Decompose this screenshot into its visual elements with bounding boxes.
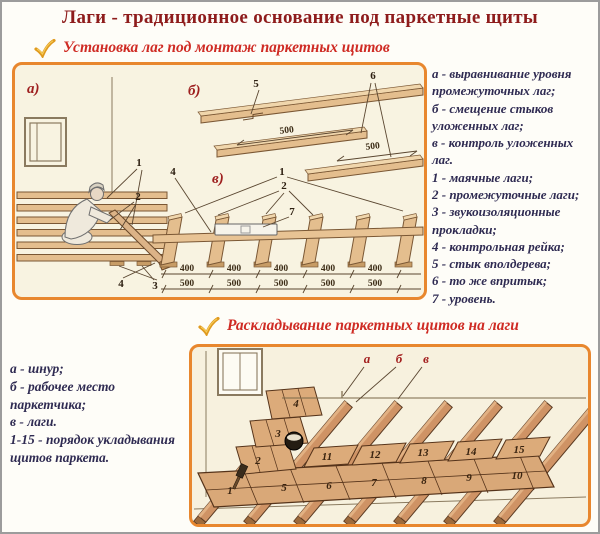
dimensions-part-v: 400 400 400 400 400 500 500 500 500 500 [161, 264, 421, 294]
panel-number: 11 [322, 451, 332, 463]
callout-5: 5 [253, 78, 259, 90]
svg-text:400: 400 [321, 264, 336, 274]
part-b-label: б) [188, 83, 200, 99]
legend-item: 5 - стык вполдерева; [432, 256, 551, 272]
callout-2: 2 [135, 191, 141, 203]
laying-diagram-svg: а б в 1 2 3 4 5 6 7 8 9 10 11 12 13 14 1… [193, 348, 588, 524]
legend-item: 6 - то же впритык; [432, 273, 548, 289]
panel-number: 10 [512, 470, 524, 482]
legend-item: в - контроль уложенных лаг. [432, 135, 574, 168]
mark-b: б [396, 351, 403, 366]
legend-installation: а - выравнивание уровня промежуточных ла… [432, 65, 596, 307]
legend-item: б - рабочее место паркетчика; [10, 378, 116, 412]
bucket [284, 431, 304, 451]
callout-6: 6 [370, 70, 376, 82]
legend-item: 7 - уровень. [432, 290, 496, 306]
dim-400: 400 [180, 264, 195, 274]
legend-item: 1 - маячные лаги; [432, 169, 534, 185]
svg-text:400: 400 [227, 264, 242, 274]
window-drawing [24, 117, 67, 167]
planks-part-b [197, 83, 424, 182]
legend-laying: а - шнур; б - рабочее место паркетчика; … [10, 360, 180, 467]
svg-text:500: 500 [368, 279, 383, 289]
panel-number: 7 [371, 477, 377, 489]
panel-number: 6 [326, 480, 332, 492]
legend-item: б - смещение стыков уложенных лаг; [432, 100, 554, 133]
laying-diagram-box: а б в 1 2 3 4 5 6 7 8 9 10 11 12 13 14 1… [189, 344, 591, 527]
callout-4: 4 [118, 278, 124, 290]
panel-number: 9 [466, 472, 472, 484]
svg-text:400: 400 [274, 264, 289, 274]
legend-item: а - шнур; [10, 361, 64, 376]
dim-500-b1: 500 [279, 125, 295, 137]
dim-500: 500 [180, 279, 195, 289]
panel-number: 1 [227, 485, 233, 497]
panel-number: 8 [421, 475, 427, 487]
legend-item: в - лаги. [10, 414, 57, 430]
checkmark-icon [198, 316, 220, 336]
legend-item: 2 - промежуточные лаги; [432, 186, 580, 202]
section-installation-title: Установка лаг под монтаж паркетных щитов [63, 39, 390, 56]
section-laying-title: Раскладывание паркетных щитов на лаги [227, 317, 519, 334]
callout-4b: 4 [170, 166, 176, 178]
panel-number: 2 [254, 455, 261, 467]
svg-text:500: 500 [227, 279, 242, 289]
callout-3: 3 [152, 280, 158, 292]
section-installation-heading: Установка лаг под монтаж паркетных щитов [34, 38, 390, 58]
parquet-panels [197, 386, 555, 508]
svg-text:400: 400 [368, 264, 383, 274]
svg-text:500: 500 [274, 279, 289, 289]
panel-number: 13 [418, 447, 430, 459]
control-rail [152, 226, 424, 244]
mark-v: в [423, 351, 429, 366]
checkmark-icon [34, 38, 56, 58]
panel-number: 5 [281, 482, 287, 494]
callout-1v: 1 [279, 166, 285, 178]
panel-number: 15 [514, 444, 526, 456]
level-tool [214, 223, 278, 236]
part-v-label: в) [212, 171, 224, 187]
panel-number: 12 [370, 449, 382, 461]
callout-1: 1 [136, 157, 142, 169]
legend-item: 4 - контрольная рейка; [432, 238, 565, 254]
callout-2v: 2 [281, 180, 287, 192]
legend-item: 3 - звукоизоляционные прокладки; [432, 204, 561, 237]
callout-7: 7 [289, 206, 295, 218]
section-laying-heading: Раскладывание паркетных щитов на лаги [198, 316, 519, 336]
dim-500-b2: 500 [365, 141, 381, 153]
panel-numbers: 1 2 3 4 5 6 7 8 9 10 11 12 13 14 15 [227, 398, 525, 497]
mark-callouts: а б в [342, 351, 429, 403]
mallet [232, 463, 249, 490]
mark-a: а [364, 351, 371, 366]
panel-number: 3 [274, 428, 281, 440]
page-title: Лаги - традиционное основание под паркет… [61, 7, 538, 28]
planks-part-v [152, 213, 424, 268]
panel-number: 14 [466, 446, 478, 458]
installation-diagram-svg: а) б) в) [16, 70, 424, 294]
dimensions-part-b: 500 500 5 6 [236, 70, 418, 162]
cord-line [282, 391, 586, 399]
svg-text:500: 500 [321, 279, 336, 289]
panel-number: 4 [292, 398, 299, 410]
callouts-part-v: 1 2 7 [184, 166, 404, 228]
worker-figure [61, 182, 114, 245]
installation-diagram-box: а) б) в) [12, 62, 427, 300]
legend-item: а - выравнивание уровня промежуточных ла… [432, 66, 572, 99]
window-drawing [217, 348, 263, 396]
part-a-label: а) [27, 81, 40, 97]
callouts-part-a: 1 2 4 3 4 [106, 157, 212, 292]
legend-item: 1-15 - порядок укладывания щитов паркета… [10, 432, 175, 466]
